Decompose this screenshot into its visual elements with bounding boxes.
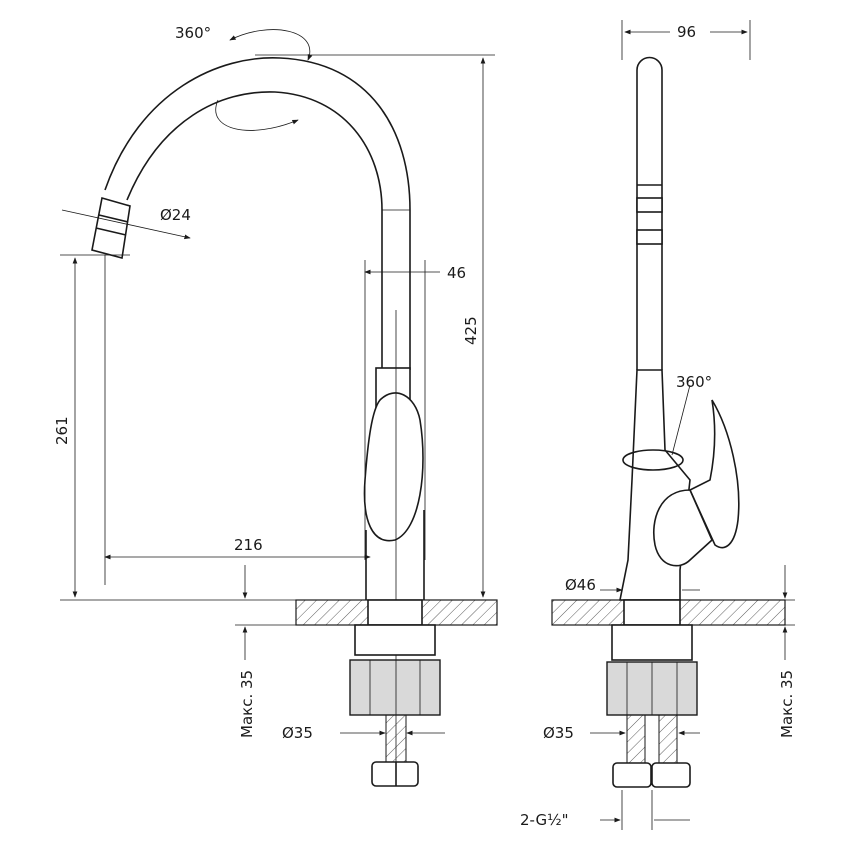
front-view: 360° Ø24 46 425 261 216 Макс. 35 Ø35 [53,24,498,787]
base-diameter-label: Ø46 [565,576,596,594]
spout-nozzle [91,196,131,260]
spout-reach-label: 216 [234,536,263,554]
hose-fitting [371,761,419,787]
front-rotation-label: 360° [175,24,211,42]
side-width-label: 96 [677,23,696,41]
spout-diameter-label: Ø24 [160,206,191,224]
front-mount-diameter-label: Ø35 [282,724,313,742]
side-view: 96 360° Ø46 Ø35 Макс. 35 2-G½" [520,20,796,830]
side-spout-tube [636,56,663,370]
rotation-ring [622,449,684,471]
side-mount-diameter-label: Ø35 [543,724,574,742]
total-height-label: 425 [462,316,480,345]
body-width-label: 46 [447,264,466,282]
side-lever [688,399,740,549]
side-fitting-left [612,762,652,788]
side-fitting-right [651,762,691,788]
spout-outer [104,57,411,370]
side-hose-right [658,714,678,766]
side-rotation-label: 360° [676,373,712,391]
hose [385,714,407,764]
hose-thread-label: 2-G½" [520,811,569,829]
side-hose-left [626,714,646,766]
front-max-thickness-label: Макс. 35 [238,670,256,738]
mount-nut [349,659,441,716]
lever [363,392,424,542]
side-max-thickness-label: Макс. 35 [778,670,796,738]
spout-inner [126,91,383,370]
spout-height-label: 261 [53,416,71,445]
base [365,510,425,600]
